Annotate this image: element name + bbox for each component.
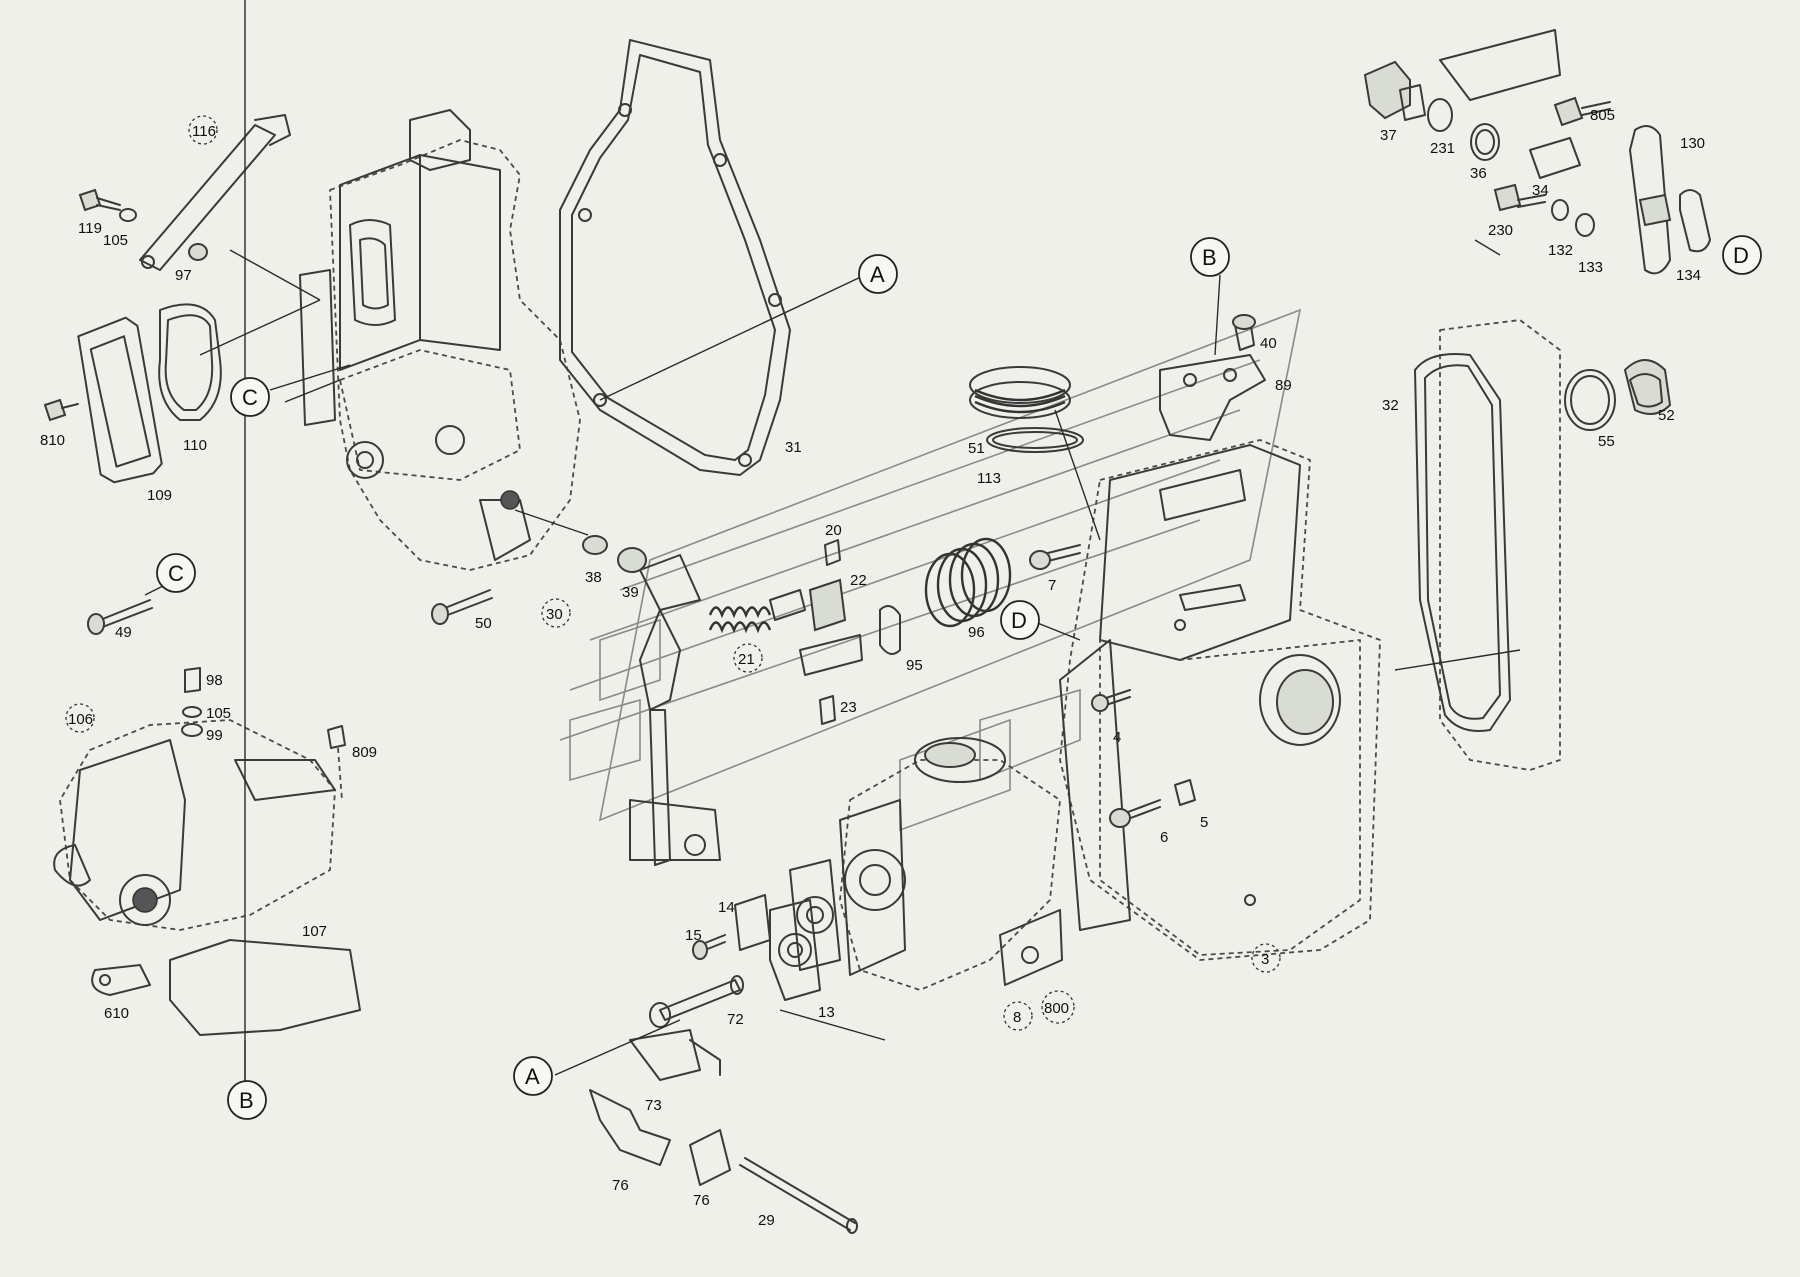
label-55: 55 xyxy=(1598,433,1615,450)
label-23: 23 xyxy=(840,699,857,716)
label-13: 13 xyxy=(818,1004,835,1021)
bolt-810 xyxy=(43,398,79,422)
link-116 xyxy=(139,114,291,271)
label-52: 52 xyxy=(1658,407,1675,424)
leader-lines xyxy=(144,0,1521,1090)
label-22: 22 xyxy=(850,572,867,589)
ref-a-bottom: A xyxy=(525,1064,540,1089)
bolts-4-6-5 xyxy=(1091,689,1196,828)
label-3: 3 xyxy=(1261,951,1269,968)
label-5: 5 xyxy=(1200,814,1208,831)
label-31: 31 xyxy=(785,439,802,456)
label-36: 36 xyxy=(1470,165,1487,182)
ref-d-top: D xyxy=(1733,243,1749,268)
regulator-parts-20-23 xyxy=(629,539,863,866)
label-38: 38 xyxy=(585,569,602,586)
label-49: 49 xyxy=(115,624,132,641)
label-72: 72 xyxy=(727,1011,744,1028)
label-99: 99 xyxy=(206,727,223,744)
label-30: 30 xyxy=(546,606,563,623)
label-116: 116 xyxy=(192,123,216,140)
label-130: 130 xyxy=(1680,135,1705,152)
label-809: 809 xyxy=(352,744,377,761)
pump-body-8 xyxy=(789,737,1063,991)
label-51: 51 xyxy=(968,440,985,457)
label-15: 15 xyxy=(685,927,702,944)
label-805: 805 xyxy=(1590,107,1615,124)
label-29: 29 xyxy=(758,1212,775,1229)
label-134: 134 xyxy=(1676,267,1701,284)
label-110: 110 xyxy=(183,437,207,454)
label-32: 32 xyxy=(1382,397,1399,414)
governor-housing-top xyxy=(299,109,581,571)
ref-b-top: B xyxy=(1202,245,1217,270)
label-133: 133 xyxy=(1578,259,1603,276)
label-98: 98 xyxy=(206,672,223,689)
label-37: 37 xyxy=(1380,127,1397,144)
linkage-parts-lower xyxy=(589,894,858,1234)
label-50: 50 xyxy=(475,615,492,632)
part-labels: 116 119 105 97 810 109 110 31 38 39 50 3… xyxy=(40,107,1705,1229)
label-230: 230 xyxy=(1488,222,1513,239)
ref-c-bottom: C xyxy=(168,561,184,586)
label-106: 106 xyxy=(68,711,93,728)
label-6: 6 xyxy=(1160,829,1168,846)
label-105: 105 xyxy=(103,232,128,249)
label-4: 4 xyxy=(1113,729,1121,746)
label-810: 810 xyxy=(40,432,65,449)
label-105b: 105 xyxy=(206,705,231,722)
label-96: 96 xyxy=(968,624,985,641)
label-21: 21 xyxy=(738,651,755,668)
bolts-38-39-50-49 xyxy=(87,535,647,635)
assembly-106 xyxy=(53,667,361,1036)
reference-callouts: A A B B C C D D xyxy=(156,235,1762,1120)
bracket-89 xyxy=(1159,314,1266,441)
label-34: 34 xyxy=(1532,182,1549,199)
label-76a: 76 xyxy=(612,1177,629,1194)
label-14: 14 xyxy=(718,899,735,916)
label-89: 89 xyxy=(1275,377,1292,394)
label-107: 107 xyxy=(302,923,327,940)
label-20: 20 xyxy=(825,522,842,539)
ref-b-bottom: B xyxy=(239,1088,254,1113)
ref-c-top: C xyxy=(242,385,258,410)
label-8: 8 xyxy=(1013,1009,1021,1026)
cover-109-110 xyxy=(77,303,222,484)
label-113: 113 xyxy=(977,470,1001,487)
label-95: 95 xyxy=(906,657,923,674)
fittings-top-right xyxy=(1363,29,1711,275)
housing-3 xyxy=(1059,439,1381,961)
label-40: 40 xyxy=(1260,335,1277,352)
label-97: 97 xyxy=(175,267,192,284)
label-800: 800 xyxy=(1044,1000,1069,1017)
label-231: 231 xyxy=(1430,140,1455,157)
cover-32 xyxy=(1414,319,1672,771)
label-610: 610 xyxy=(104,1005,129,1022)
label-119: 119 xyxy=(78,220,102,237)
ref-a-top: A xyxy=(870,262,885,287)
ref-d-center: D xyxy=(1011,608,1027,633)
bolt-119 xyxy=(78,188,208,261)
springs-51-96 xyxy=(879,366,1084,655)
label-39: 39 xyxy=(622,584,639,601)
gasket-31 xyxy=(559,39,791,476)
label-73: 73 xyxy=(645,1097,662,1114)
label-132: 132 xyxy=(1548,242,1573,259)
label-109: 109 xyxy=(147,487,172,504)
label-76b: 76 xyxy=(693,1192,710,1209)
label-7: 7 xyxy=(1048,577,1056,594)
